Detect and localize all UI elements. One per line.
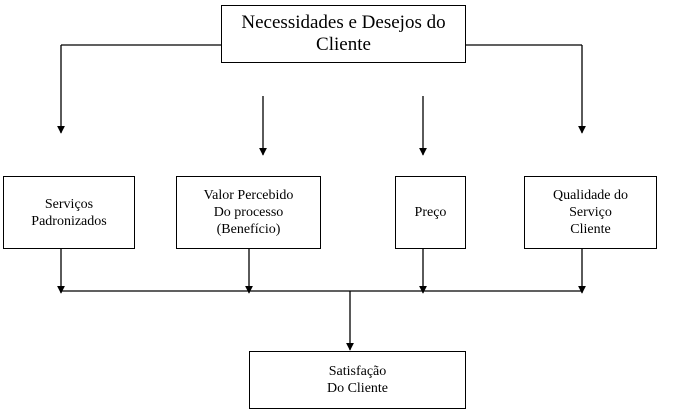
service-quality-box: Qualidade do Serviço Cliente [524,176,657,249]
standardized-services-box: Serviços Padronizados [3,176,135,249]
customer-needs-box: Necessidades e Desejos do Cliente [221,5,466,63]
customer-satisfaction-box: Satisfação Do Cliente [249,351,466,409]
service-quality-label: Qualidade do Serviço Cliente [552,188,629,237]
customer-needs-label: Necessidades e Desejos do Cliente [241,12,446,55]
standardized-services-label: Serviços Padronizados [31,196,107,229]
price-box: Preço [395,176,466,249]
customer-satisfaction-label: Satisfação Do Cliente [326,364,389,396]
price-label: Preço [414,205,447,220]
perceived-value-label: Valor Percebido Do processo (Benefício) [203,188,294,237]
perceived-value-box: Valor Percebido Do processo (Benefício) [176,176,321,249]
